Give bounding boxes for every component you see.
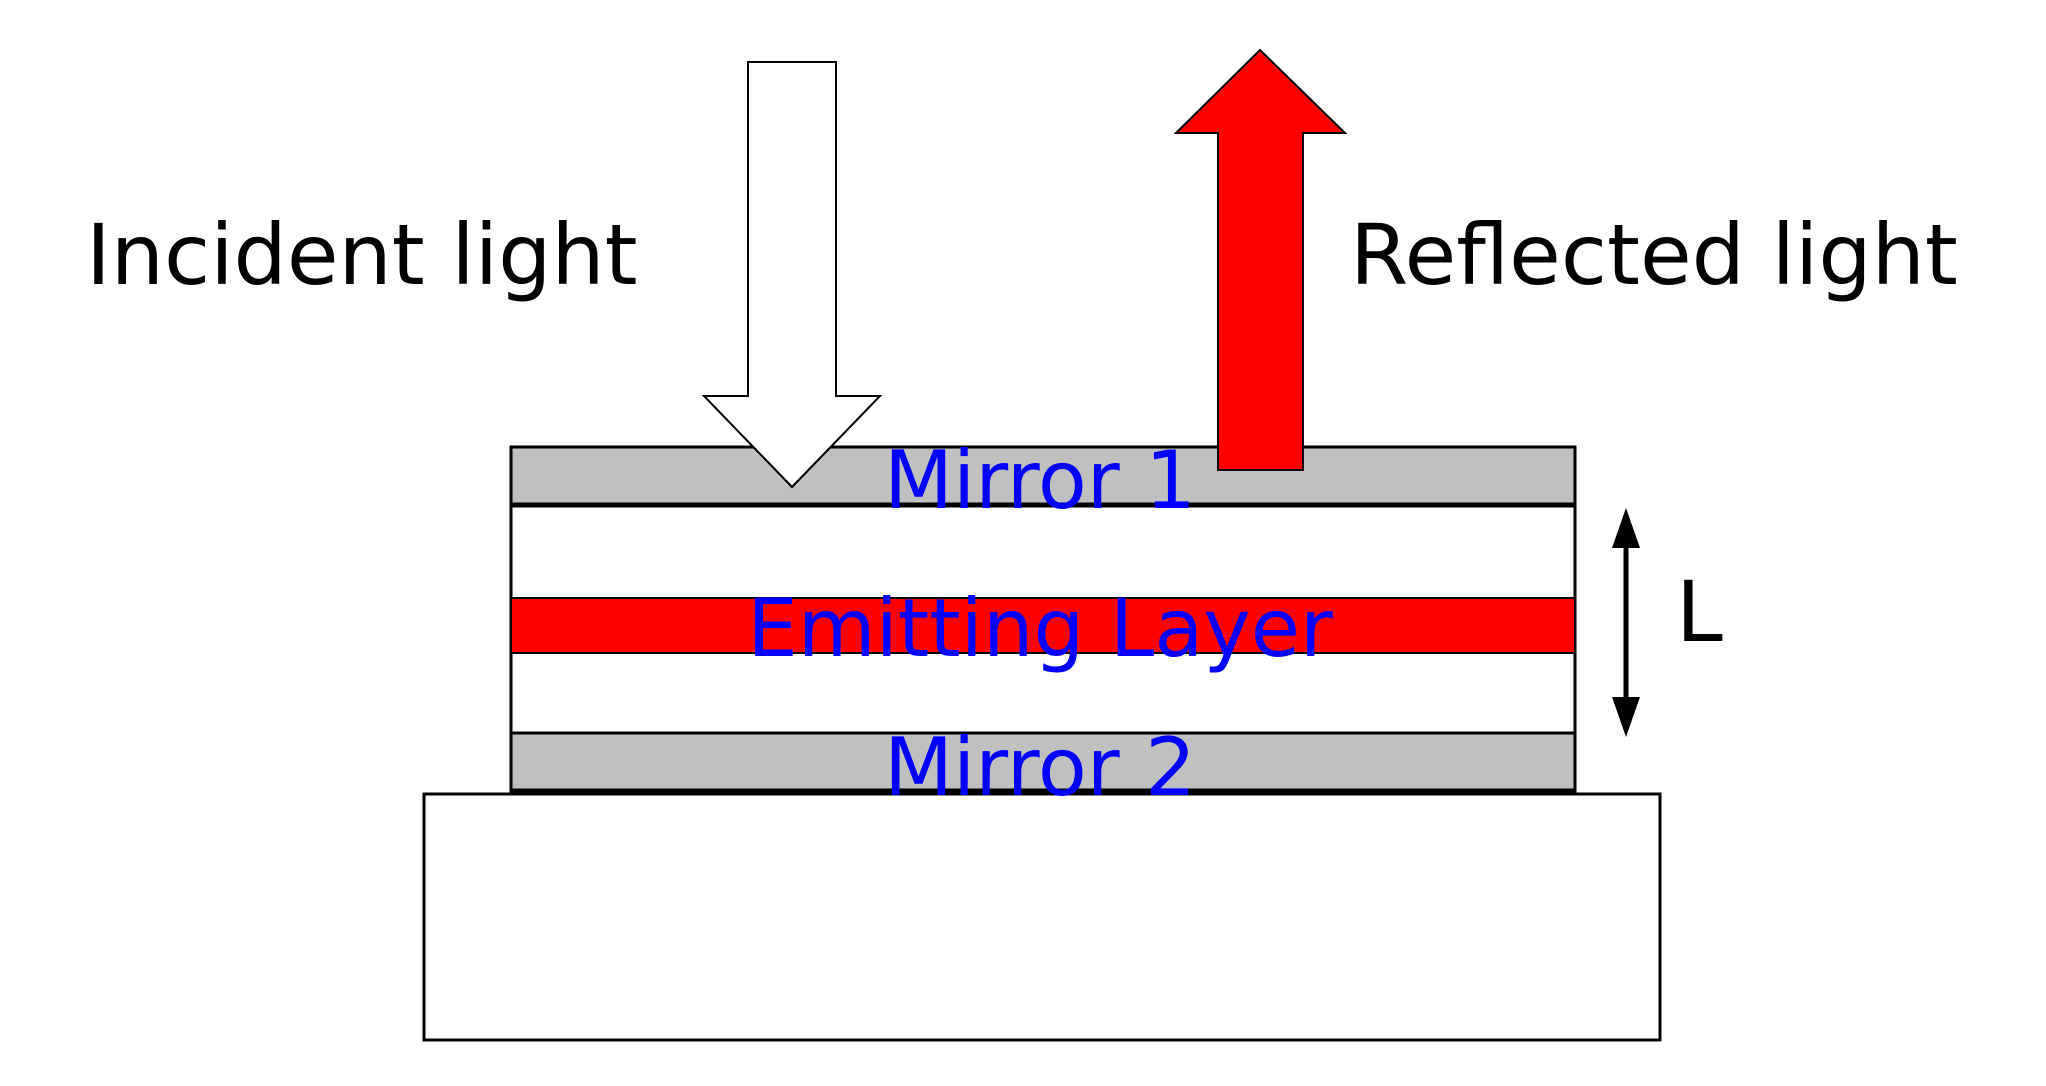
incident-light-label: Incident light (86, 206, 638, 304)
thickness-label: L (1676, 563, 1723, 661)
thickness-arrowhead-bottom (1612, 697, 1640, 737)
reflected-light-label: Reflected light (1350, 206, 1958, 304)
mirror-2-label: Mirror 2 (884, 721, 1196, 814)
emitting-layer (510, 597, 1576, 654)
mirror-1 (509, 445, 1577, 507)
incident-light-arrow (701, 61, 883, 489)
thickness-arrowhead-top (1612, 508, 1640, 548)
emitting-layer-label: Emitting Layer (747, 582, 1333, 675)
thickness-marker (1612, 508, 1640, 737)
reflected-light-arrow (1173, 48, 1348, 471)
substrate (422, 792, 1662, 1042)
mirror-1-label: Mirror 1 (884, 434, 1196, 527)
